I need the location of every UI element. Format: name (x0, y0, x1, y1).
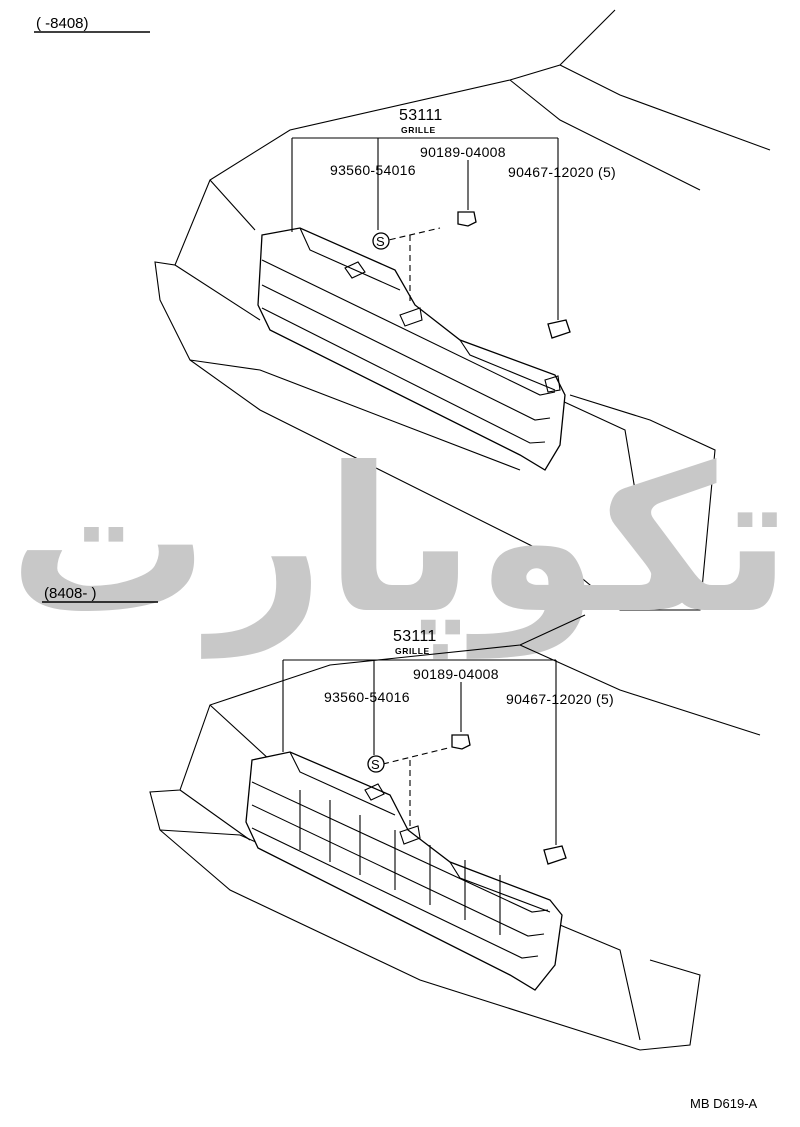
clip-symbol-bottom: S (367, 755, 385, 773)
part-number-nut-top: 90189-04008 (420, 144, 506, 160)
watermark-logo: تکوپارت (8, 430, 791, 659)
part-number-nut-bottom: 90189-04008 (413, 666, 499, 682)
nut-part-bottom (451, 734, 471, 750)
part-number-clip-bottom: 93560-54016 (324, 689, 410, 705)
fastener-part-top (547, 319, 571, 339)
part-name-main-top: GRILLE (401, 125, 436, 135)
svg-text:S: S (376, 234, 385, 249)
part-number-clip-top: 93560-54016 (330, 162, 416, 178)
fastener-part-bottom (543, 845, 567, 865)
part-number-main-bottom: 53111 (393, 628, 437, 645)
drawing-code: MB D619-A (690, 1096, 758, 1111)
clip-symbol-top: S (372, 232, 390, 250)
diagram-bottom: (8408- ) (42, 585, 761, 1051)
part-number-fastener-bottom: 90467-12020 (5) (506, 691, 614, 707)
nut-part-top (457, 211, 477, 227)
part-number-main-top: 53111 (399, 107, 443, 124)
range-label-top: ( -8408) (36, 15, 89, 32)
part-number-fastener-top: 90467-12020 (5) (508, 164, 616, 180)
leader-lines-top (291, 137, 559, 320)
svg-text:S: S (371, 757, 380, 772)
grille-bottom (245, 751, 563, 991)
leader-lines-bottom (282, 659, 557, 845)
range-label-bottom: (8408- ) (44, 585, 97, 602)
car-body-bottom (149, 614, 761, 1051)
part-name-main-bottom: GRILLE (395, 646, 430, 656)
car-body-top (154, 9, 771, 611)
grille-top (257, 227, 566, 471)
diagram-top: ( -8408) (34, 9, 771, 611)
